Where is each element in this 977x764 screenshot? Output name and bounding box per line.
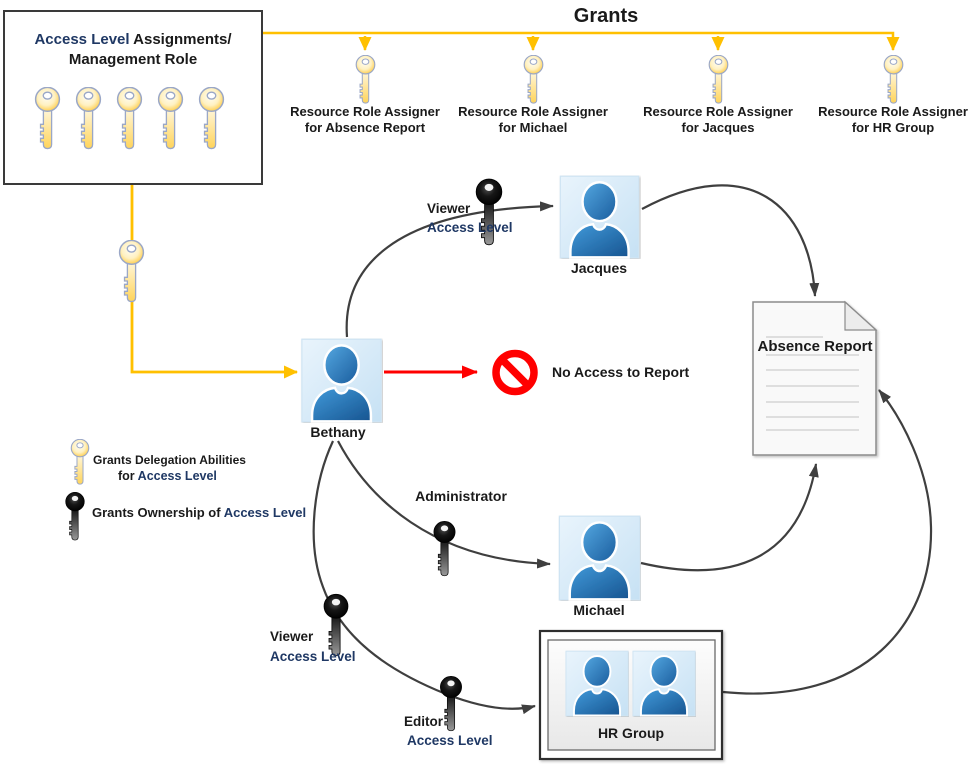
- connector-bethany-to-jacques: [345, 201, 554, 338]
- delegation-key-icon: [708, 55, 729, 104]
- connector-hr-group-to-report: [722, 389, 933, 695]
- delegation-line-to-bethany: [130, 185, 298, 379]
- node-label-hr-group: HR Group: [597, 725, 665, 741]
- grant-target-label-jacques: Resource Role Assigner for Jacques: [643, 104, 793, 135]
- no-access-label: No Access to Report: [552, 364, 690, 380]
- grant-target-label-absence-report: Resource Role Assigner for Absence Repor…: [290, 104, 440, 135]
- person-icon-michael: [559, 516, 639, 600]
- delegation-key-icon: [118, 240, 145, 303]
- access-level-box-title: Access Level Assignments/ Management Rol…: [34, 31, 232, 68]
- legend-delegation-key-icon: [70, 439, 90, 485]
- legend-delegation-line1: Grants Delegation Abilities: [93, 453, 246, 467]
- legend-ownership-key-icon: [65, 492, 85, 541]
- connector-michael-to-report: [640, 463, 819, 572]
- no-entry-icon: [492, 349, 538, 396]
- node-label-bethany: Bethany: [310, 424, 366, 440]
- access-level-label-viewer-hr: Access Level: [270, 649, 356, 664]
- delegation-key-icon: [355, 55, 376, 104]
- person-icon-hr-member: [633, 651, 695, 716]
- role-label-viewer-jacques: Viewer: [427, 201, 471, 216]
- role-label-viewer-hr: Viewer: [270, 629, 314, 644]
- document-label: Absence Report: [757, 338, 873, 355]
- person-icon-hr-member: [566, 651, 628, 716]
- ownership-key-icon: [439, 676, 463, 732]
- grants-title: Grants: [573, 5, 639, 27]
- node-label-jacques: Jacques: [570, 260, 628, 276]
- hr-group-node: [538, 629, 724, 761]
- connector-bethany-to-michael: [337, 440, 551, 569]
- access-level-label-editor-hr: Access Level: [407, 733, 493, 748]
- person-icon-jacques: [560, 176, 638, 258]
- person-icon-bethany: [302, 339, 381, 422]
- grant-target-label-hr-group: Resource Role Assigner for HR Group: [818, 104, 968, 135]
- grants-line: [262, 31, 900, 51]
- delegation-key-icon: [523, 55, 544, 104]
- connector-jacques-to-report: [641, 184, 820, 297]
- access-level-label-jacques: Access Level: [427, 220, 513, 235]
- role-label-editor-hr: Editor: [404, 714, 443, 729]
- role-label-administrator: Administrator: [415, 488, 507, 504]
- node-label-michael: Michael: [573, 602, 625, 618]
- delegation-key-icon: [883, 55, 904, 104]
- legend-ownership-line: Grants Ownership of Access Level: [92, 505, 307, 520]
- ownership-key-icon: [433, 521, 456, 577]
- legend-delegation-line2: for Access Level: [118, 469, 217, 483]
- connector-bethany-to-hr-group: [312, 440, 536, 715]
- document-icon: [752, 300, 878, 456]
- grant-target-label-michael: Resource Role Assigner for Michael: [458, 104, 608, 135]
